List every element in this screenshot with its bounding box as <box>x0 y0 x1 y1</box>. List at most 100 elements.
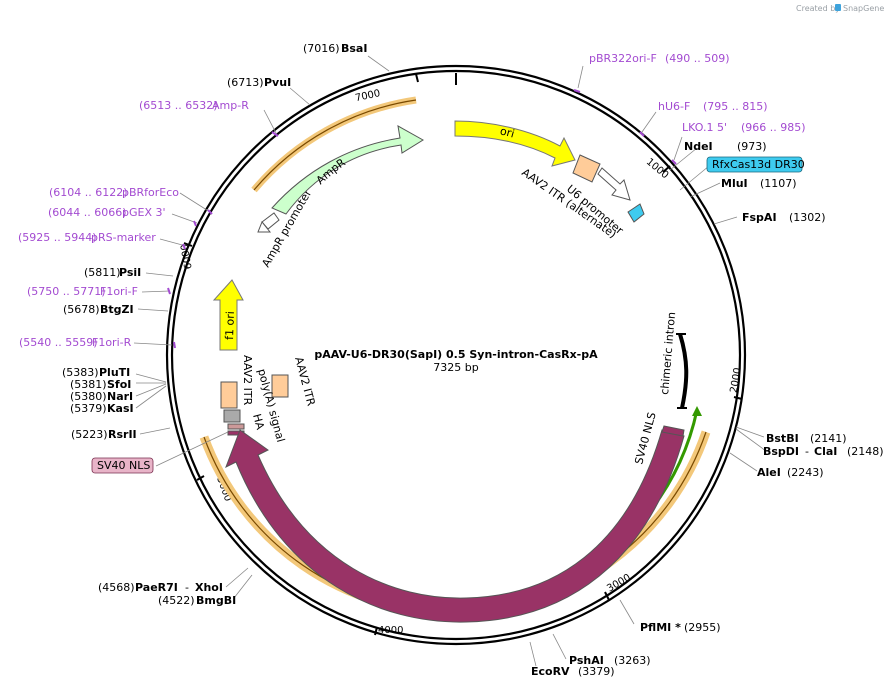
enz-ndei-name: NdeI <box>684 140 713 153</box>
tick-label-7000: 7000 <box>354 88 381 104</box>
enz-psii-name: PsiI <box>119 266 141 279</box>
dr30-arrow <box>627 203 645 223</box>
primer-f1ori-r-name: F1ori-R <box>92 336 132 349</box>
aav2-itr-left-box <box>220 381 238 409</box>
tick-5000 <box>196 475 205 481</box>
enz-ecorv-name: EcoRV <box>531 665 570 678</box>
ori-arrow <box>454 120 576 167</box>
plasmid-name: pAAV-U6-DR30(SapI) 0.5 Syn-intron-CasRx-… <box>314 348 598 361</box>
chimeric-intron-bar <box>678 333 689 409</box>
sv40-nls-inner-box <box>661 425 685 437</box>
tick-label-3000: 3000 <box>605 572 633 594</box>
primer-amp-r-pos: (6513 .. 6532) <box>139 99 218 112</box>
ampr-orf-line <box>253 99 417 191</box>
tick-label-1000: 1000 <box>644 157 671 182</box>
primer-amp-r-name: Amp-R <box>212 99 249 112</box>
enz-fspai-name: FspAI <box>742 211 777 224</box>
primer-pgex3-pos: (6044 .. 6066) <box>48 206 127 219</box>
enz-clai-pos: (2148) <box>847 445 884 458</box>
tick-marks <box>183 73 743 636</box>
tick-6000 <box>183 242 193 247</box>
enz-clai-name: ClaI <box>814 445 837 458</box>
enz-bsai-name: BsaI <box>341 42 367 55</box>
aav2-itr-alt-box <box>572 154 601 183</box>
enz-alei-name: AleI <box>757 466 781 479</box>
primer-prs-marker-name: pRS-marker <box>91 231 156 244</box>
u6-promoter-arrow <box>597 167 631 201</box>
snapgene-logo: Created by SnapGene <box>796 4 884 13</box>
ori-label: ori <box>499 124 516 140</box>
enz-mlui-pos: (1107) <box>760 177 797 190</box>
enz-kasi-pos: (5379) <box>70 402 107 415</box>
enz-pvui-pos: (6713) <box>227 76 264 89</box>
ampr-arrow <box>271 125 424 215</box>
enz-sfoi-name: SfoI <box>107 378 131 391</box>
aav2-itr-right-box <box>271 374 289 398</box>
f1-ori-label: f1 ori <box>223 311 237 340</box>
sv40-nls-callout: SV40 NLS <box>91 457 154 474</box>
enz-pluti-pos: (5383) <box>62 366 99 379</box>
enz-bstbi-name: BstBI <box>766 432 799 445</box>
primer-pbrforeco-pos: (6104 .. 6122) <box>49 186 128 199</box>
tick-4000 <box>374 626 378 636</box>
enz-rsrii-pos: (5223) <box>71 428 108 441</box>
primer-hu6-f-name: hU6-F <box>658 100 690 113</box>
enz-nari-pos: (5380) <box>70 390 107 403</box>
enz-bmgbi-name: BmgBI <box>196 594 236 607</box>
enz-ndei-pos: (973) <box>737 140 767 153</box>
enz-bspdi-name: BspDI <box>763 445 799 458</box>
enz-btgzi-pos: (5678) <box>63 303 100 316</box>
primer-prs-marker-pos: (5925 .. 5944) <box>18 231 97 244</box>
primer-lko1-name: LKO.1 5' <box>682 121 727 134</box>
tick-1000 <box>662 165 671 173</box>
primer-pgex3-name: pGEX 3' <box>122 206 166 219</box>
ampr-promoter-arrow-head <box>257 221 272 233</box>
tick-label-6000: 6000 <box>179 243 194 270</box>
tick-label-2000: 2000 <box>729 367 744 394</box>
enz-btgzi-name: BtgZI <box>100 303 134 316</box>
snapgene-text: SnapGene <box>843 4 884 13</box>
primer-markers <box>167 89 677 349</box>
enz-xhoi-name: XhoI <box>195 581 223 594</box>
enz-bspdi-dash: - <box>805 445 809 458</box>
enz-fspai-pos: (1302) <box>789 211 826 224</box>
enz-mlui-name: MluI <box>721 177 748 190</box>
primer-hu6-f-pos: (795 .. 815) <box>703 100 768 113</box>
rfxcas13d-label: RfxCas13d <box>436 583 495 596</box>
enz-pflmi-pos: (2955) <box>684 621 721 634</box>
aav2-itr-left-label: AAV2 ITR <box>241 355 254 406</box>
rfxcas13d-dr30-callout: RfxCas13d DR30 <box>706 156 805 173</box>
enz-pshai-pos: (3263) <box>614 654 651 667</box>
enz-bsai-pos: (7016) <box>303 42 340 55</box>
primer-pbr322ori-f-name: pBR322ori-F <box>589 52 657 65</box>
tick-label-4000: 4000 <box>378 625 403 636</box>
enz-pluti-name: PluTI <box>99 366 130 379</box>
enz-pvui-name: PvuI <box>264 76 291 89</box>
primer-f1ori-f-pos: (5750 .. 5771) <box>27 285 106 298</box>
enz-bstbi-pos: (2141) <box>810 432 847 445</box>
enz-pshai-name: PshAI <box>569 654 604 667</box>
enz-pflmi-name: PflMI * <box>640 621 681 634</box>
primer-pbr322ori-f-pos: (490 .. 509) <box>665 52 730 65</box>
tick-7000 <box>415 73 419 83</box>
backbone-inner <box>170 69 742 641</box>
ha-label: HA <box>250 412 267 431</box>
enz-rsrii-name: RsrII <box>108 428 137 441</box>
enz-alei-pos: (2243) <box>787 466 824 479</box>
polya-box <box>223 409 241 423</box>
plasmid-size: 7325 bp <box>433 361 478 374</box>
callout-lines <box>133 55 767 667</box>
rfxcas13d-dr30-text: RfxCas13d DR30 <box>712 158 805 171</box>
primer-f1ori-f-name: F1ori-F <box>100 285 138 298</box>
tick-2000 <box>733 396 743 400</box>
ha-box <box>227 423 245 430</box>
chimeric-intron-label: chimeric intron <box>658 311 678 395</box>
tick-3000 <box>604 591 610 601</box>
sv40-nls-box-text: SV40 NLS <box>97 459 150 472</box>
enz-bmgbi-pos: (4522) <box>158 594 195 607</box>
enz-ecorv-pos: (3379) <box>578 665 615 678</box>
rfxcas13d-arrow <box>225 429 685 623</box>
primer-pbrforeco-name: pBRforEco <box>122 186 179 199</box>
primer-f1ori-r-pos: (5540 .. 5559) <box>19 336 98 349</box>
